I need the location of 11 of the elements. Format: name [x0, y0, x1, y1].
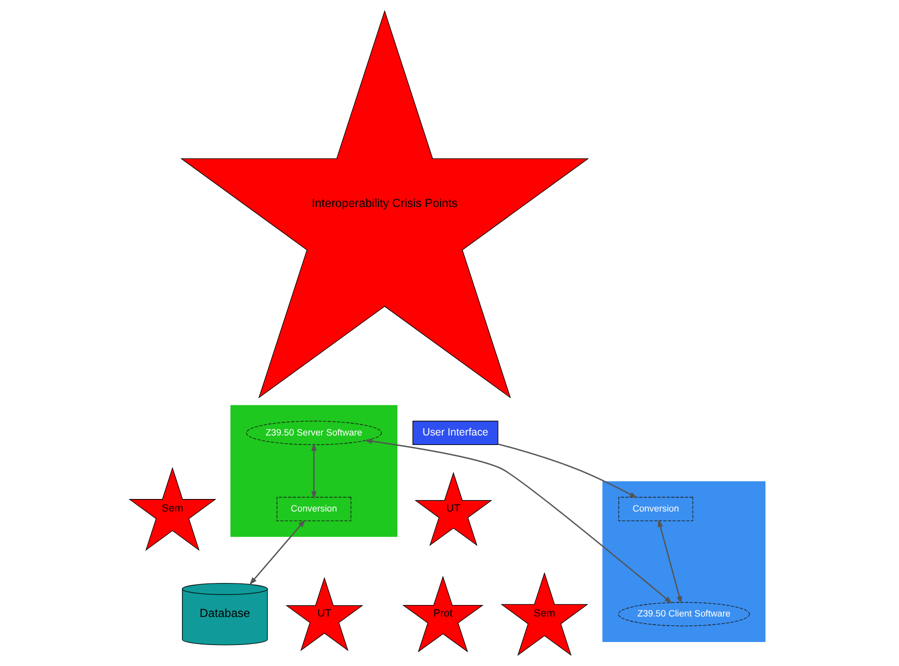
arrow [498, 443, 637, 498]
arrow [310, 442, 316, 500]
arrow [248, 519, 306, 585]
node-box: Conversion [276, 496, 351, 522]
cluster [230, 405, 397, 537]
node-ellipse: Z39.50 Client Software [618, 602, 750, 626]
arrow [657, 519, 682, 604]
node-box: User Interface [412, 420, 498, 446]
node-box: Conversion [618, 496, 693, 522]
cluster [602, 481, 765, 642]
arrow [364, 438, 672, 604]
